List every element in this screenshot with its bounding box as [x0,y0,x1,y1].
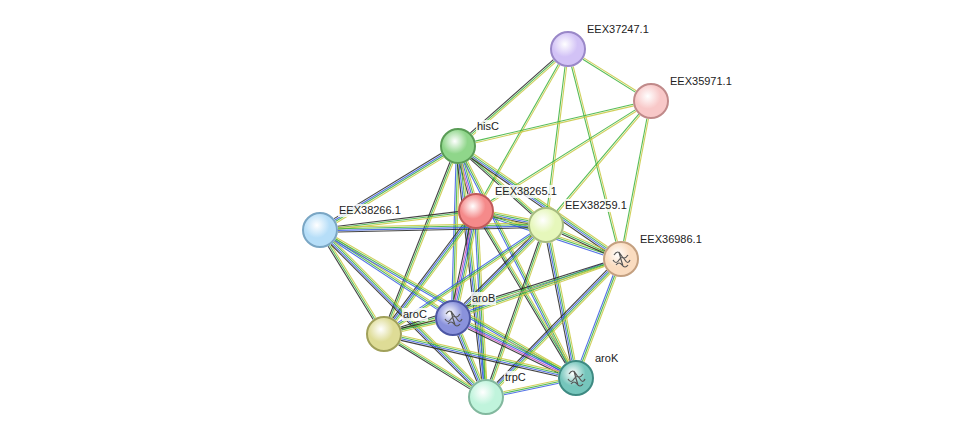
evidence-line [392,163,453,317]
interaction-edge [454,228,476,301]
evidence-line [504,383,559,395]
evidence-line [581,275,613,360]
node-label: EEX36986.1 [639,233,703,246]
evidence-line [334,241,475,382]
node-label: aroC [402,308,428,321]
interaction-edge [401,263,605,330]
evidence-line [401,263,604,327]
evidence-line [562,232,604,251]
interaction-edge [470,60,555,136]
structure-icon [560,362,592,394]
node-label: aroB [471,292,496,305]
interaction-edge [562,231,606,253]
node-label: EEX38266.1 [338,204,402,217]
evidence-line [557,114,639,211]
interaction-edge [335,238,561,371]
evidence-line [584,276,616,361]
protein-node: EEX35971.1 [633,83,669,119]
protein-node: EEX36986.1 [603,241,639,277]
evidence-line [458,336,477,382]
node-label: EEX38265.1 [494,185,558,198]
interaction-edge [334,153,444,222]
evidence-line [473,62,556,135]
evidence-line [401,321,435,329]
interaction-edge [401,321,436,332]
evidence-line [402,336,559,372]
evidence-line [334,153,441,218]
interaction-edge [624,119,649,242]
node-label: hisC [476,120,500,133]
protein-node: EEX38266.1 [302,212,338,248]
interaction-edge [581,275,616,361]
interaction-edge [557,114,640,212]
evidence-line [402,322,436,330]
evidence-line [573,66,617,241]
evidence-line [500,274,610,386]
interaction-edge [331,241,475,386]
evidence-line [584,58,637,91]
interaction-edge [572,66,618,241]
evidence-line [391,163,452,318]
evidence-line [399,345,470,389]
evidence-line [336,156,443,221]
evidence-line [572,67,616,242]
node-label: trpC [504,371,527,384]
interaction-edge [475,104,633,142]
evidence-line [337,157,444,222]
node-label: aroK [594,352,619,365]
evidence-line [472,61,555,134]
interaction-edge [491,110,636,202]
evidence-line [624,119,647,242]
evidence-line [558,115,640,212]
structure-icon [437,302,469,334]
node-label: EEX38259.1 [564,199,628,212]
evidence-line [338,228,528,232]
evidence-line [563,231,605,250]
evidence-line [452,164,456,300]
protein-node: aroC [366,316,402,352]
evidence-line [471,267,605,314]
evidence-line [562,234,604,253]
interaction-edge [401,336,559,377]
evidence-line [582,276,614,361]
protein-node: EEX38259.1 [528,207,564,243]
evidence-line [333,242,474,384]
evidence-line [401,339,558,375]
interaction-edge [547,242,575,361]
evidence-line [625,119,648,242]
evidence-line [476,106,634,143]
interaction-edge [338,223,528,232]
evidence-line [550,243,573,361]
evidence-line [461,334,480,380]
protein-node: hisC [440,128,476,164]
evidence-line [332,243,473,384]
protein-node: aroB [435,300,471,336]
evidence-line [583,59,636,92]
evidence-line [401,264,604,328]
evidence-line [491,110,636,201]
interaction-edge [583,58,636,92]
interaction-edge [468,323,561,373]
evidence-line [471,323,562,367]
protein-node: EEX38265.1 [458,193,494,229]
evidence-line [331,245,472,386]
evidence-line [457,229,472,301]
node-label: EEX37247.1 [586,23,650,36]
evidence-line [547,243,570,361]
evidence-line [549,243,572,361]
protein-node: EEX37247.1 [550,31,586,67]
evidence-line [335,155,442,220]
structure-icon [605,243,637,275]
protein-node: aroK [558,360,594,396]
evidence-line [401,340,558,376]
node-label: EEX35971.1 [669,75,733,88]
evidence-line [492,111,637,202]
evidence-line [552,242,575,360]
evidence-line [470,60,553,133]
protein-node: trpC [468,379,504,415]
evidence-line [402,266,605,330]
evidence-line [475,104,633,141]
evidence-line [402,337,559,373]
